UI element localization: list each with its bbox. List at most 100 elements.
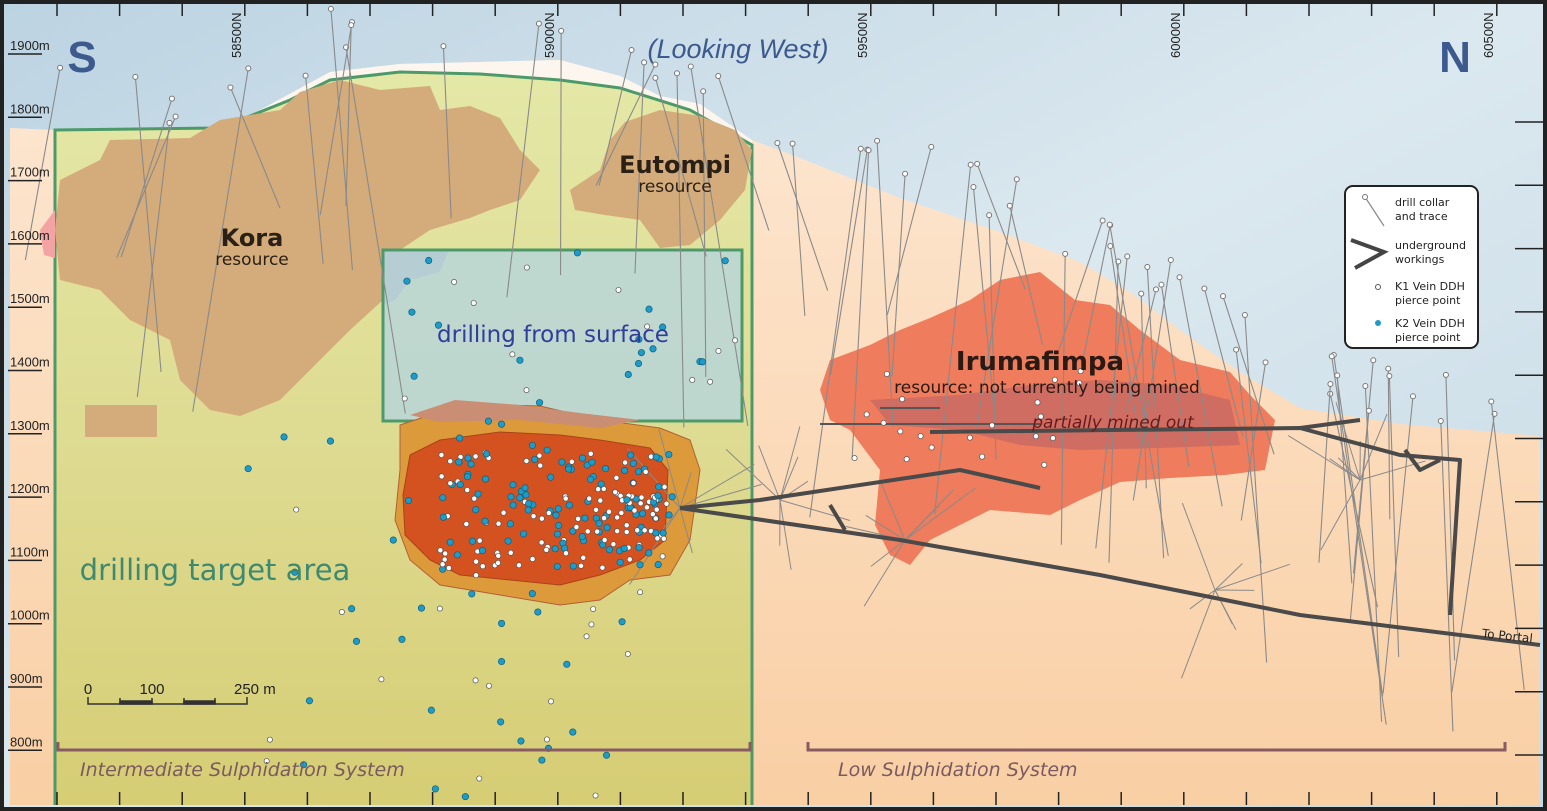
drill-trace <box>679 472 692 509</box>
drill-trace <box>870 539 906 567</box>
k1-pierce-point <box>441 556 448 563</box>
k2-pierce-point <box>649 345 657 353</box>
k2-pierce-point <box>552 511 560 519</box>
k2-pierce-point <box>654 561 662 569</box>
axis-ticks <box>8 4 1545 805</box>
drill-collar <box>874 137 881 144</box>
k2-pierce-point <box>446 538 454 546</box>
legend-box <box>1344 185 1479 349</box>
k2-pierce-point <box>439 494 447 502</box>
k1-pierce-point <box>899 396 906 403</box>
drill-trace <box>1337 457 1361 481</box>
k2-pierce-point <box>605 546 614 554</box>
drill-collar <box>1328 353 1335 360</box>
drill-trace <box>1329 393 1379 608</box>
k2-pierce-point <box>654 492 662 500</box>
drill-trace <box>779 499 792 570</box>
drill-collar <box>1385 365 1392 372</box>
k1-pierce-point <box>989 422 995 429</box>
k1-pierce-point <box>473 572 480 579</box>
k1-pierce-point <box>523 458 530 464</box>
drill-collar <box>902 170 909 177</box>
drill-collar <box>348 22 355 29</box>
k2-pierce-point <box>721 257 729 265</box>
drill-trace <box>229 87 281 209</box>
drill-trace <box>972 186 997 434</box>
k1-pierce-point <box>439 561 446 568</box>
drill-trace-icon <box>1364 196 1385 227</box>
k1-pierce-point <box>917 433 924 440</box>
irumafimpa-label: Irumafimpa <box>956 347 1124 377</box>
drill-collar <box>1233 346 1240 353</box>
drill-trace <box>305 75 324 264</box>
k1-pierce-point <box>442 550 449 557</box>
drill-collar <box>535 20 542 27</box>
k1-pierce-point <box>507 549 514 556</box>
elevation-label: 1600m <box>10 228 50 243</box>
k1-pierce-point <box>438 452 445 458</box>
k1-pierce-point <box>266 736 273 743</box>
drill-collar <box>1062 250 1069 257</box>
drill-collar <box>865 147 872 154</box>
k1-pierce-point <box>851 455 858 462</box>
k2-pierce-point <box>635 335 643 343</box>
k1-pierce-point <box>1041 461 1048 468</box>
drill-trace <box>690 66 749 426</box>
drill-trace <box>976 163 1026 290</box>
k1-pierce-point <box>473 558 480 565</box>
snow-cap <box>230 60 752 145</box>
k2-pierce-point <box>352 637 361 645</box>
drill-trace <box>1451 413 1496 693</box>
k1-pierce-point <box>613 474 620 481</box>
k1-pierce-point <box>634 527 641 534</box>
drill-trace <box>1181 502 1216 591</box>
k1-pierce-point <box>903 456 910 463</box>
drill-trace <box>881 484 906 541</box>
k1-pierce-point <box>538 539 545 546</box>
drill-collar <box>172 113 179 120</box>
kora-pink-edge <box>40 210 55 258</box>
k1-pierce-point <box>644 323 651 330</box>
k2-pierce-point <box>652 453 660 461</box>
k2-pierce-point <box>652 529 660 537</box>
drill-trace <box>134 76 162 373</box>
k2-pierce-point <box>528 441 536 449</box>
k2-pierce-point <box>404 497 413 505</box>
drill-trace <box>658 428 681 509</box>
drill-trace <box>809 148 862 518</box>
k2-pierce-point <box>504 537 512 545</box>
drill-trace <box>1352 360 1374 574</box>
k1-pierce-point <box>622 459 629 466</box>
k1-pierce-point <box>610 541 617 548</box>
k1-pierce-point <box>653 506 660 513</box>
k2-pierce-point <box>522 491 530 499</box>
drill-trace <box>1244 314 1268 663</box>
k1-pierce-point <box>509 351 516 358</box>
drilling-target-label: drilling target area <box>80 553 351 587</box>
drill-collar <box>1262 359 1269 366</box>
k2-pierce-point <box>410 372 418 380</box>
drill-trace <box>136 122 171 398</box>
drill-trace <box>1329 458 1361 481</box>
drill-collar <box>673 70 680 77</box>
k2-pierce-point <box>569 527 577 535</box>
drill-collar <box>974 160 981 167</box>
kora-resource <box>55 80 540 416</box>
elevation-label: 1300m <box>10 418 50 433</box>
drill-collar <box>1158 281 1165 288</box>
k2-pierce-point <box>547 473 555 481</box>
drill-collar <box>1013 176 1020 183</box>
drill-trace <box>1060 253 1066 545</box>
k1-pierce-point <box>578 562 585 569</box>
k2-pierce-point <box>506 520 514 528</box>
k2-pierce-point <box>348 605 356 613</box>
k1-pierce-point <box>638 494 645 501</box>
drill-trace <box>679 507 693 554</box>
k2-pierce-point <box>456 434 464 442</box>
k1-pierce-point <box>626 556 633 563</box>
drill-trace <box>1082 225 1111 360</box>
k2-pierce-point <box>528 590 536 598</box>
drill-trace <box>629 507 681 585</box>
k1-pierce-point <box>530 513 537 520</box>
